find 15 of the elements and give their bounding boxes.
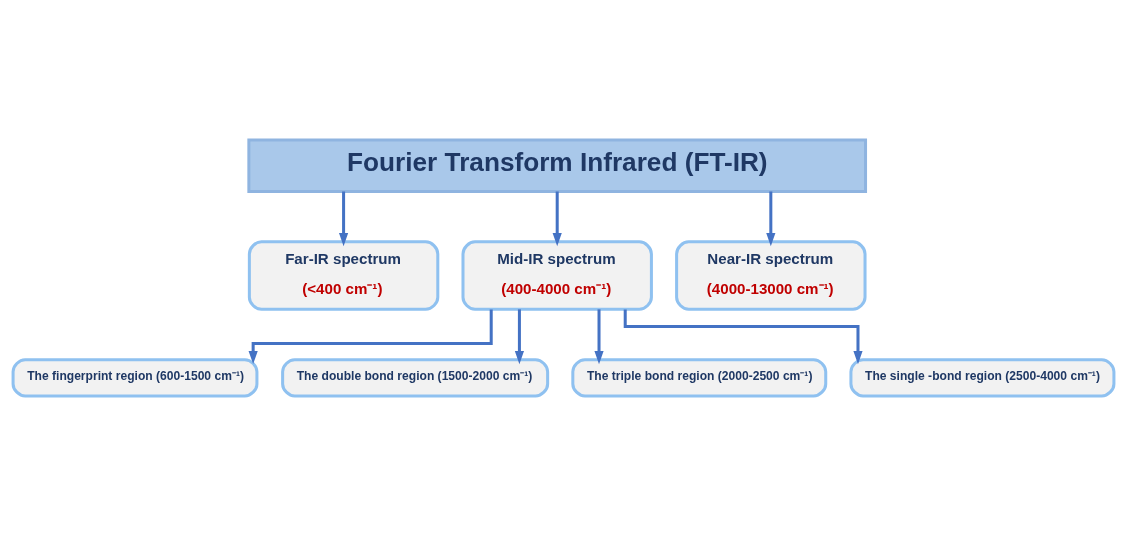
arrow xyxy=(552,191,562,246)
arrow xyxy=(766,191,776,246)
node-box: The triple bond region (2000-2500 cm⁻¹) xyxy=(571,357,828,397)
node-box: Near-IR spectrum (4000-13000 cm⁻¹) xyxy=(675,239,867,311)
node-box: Mid-IR spectrum (400-4000 cm⁻¹) xyxy=(461,239,653,311)
arrow xyxy=(623,309,863,364)
node-box: The double bond region (1500-2000 cm⁻¹) xyxy=(281,357,550,397)
node-box: Far-IR spectrum (<400 cm⁻¹) xyxy=(247,239,440,311)
arrow xyxy=(339,191,349,246)
arrow xyxy=(248,309,493,364)
arrow xyxy=(514,308,524,364)
node-box: The single -bond region (2500-4000 cm⁻¹) xyxy=(849,357,1116,397)
arrow xyxy=(594,308,604,364)
node-box: Fourier Transform Infrared (FT-IR) xyxy=(247,138,868,193)
node-box: The fingerprint region (600-1500 cm⁻¹) xyxy=(11,357,259,397)
